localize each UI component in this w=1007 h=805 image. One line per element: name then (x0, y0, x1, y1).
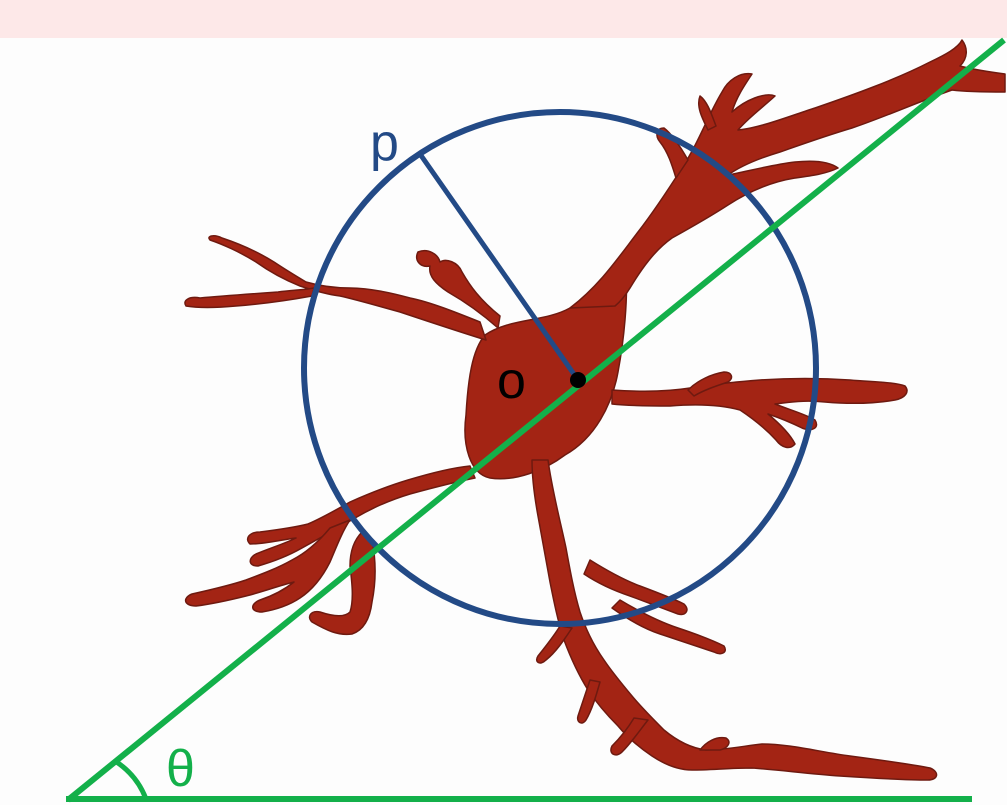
neuron-cell-icon (184, 39, 1006, 781)
neuron-process-right (611, 377, 908, 449)
neuron-twig-bottom-1 (583, 559, 688, 616)
neuron-process-bottom (531, 459, 938, 781)
center-dot (570, 372, 586, 388)
angle-arc (113, 758, 149, 800)
orientation-line (66, 37, 1006, 803)
neuron-process-left (208, 235, 487, 341)
neuron-twig-bottom-4 (576, 679, 601, 724)
neuron-process-upper-right (569, 39, 1006, 309)
neuron-process-lower-left-leg (308, 531, 376, 636)
neuron-twig-bottom-6 (610, 717, 649, 756)
header-band (0, 0, 1007, 38)
soma-circle (301, 109, 819, 627)
label-theta: θ (166, 740, 195, 798)
neuron-twig-right (687, 371, 733, 397)
neuron-process-top (416, 250, 501, 329)
neuron-twig-bottom-3 (535, 625, 573, 664)
neuron-process-left-2 (184, 287, 315, 309)
neuron-process-lower-left-2 (184, 519, 351, 613)
neuron-twig-bottom-5 (699, 736, 730, 751)
neuron-twig-upper-2 (697, 95, 717, 131)
label-p: p (370, 114, 399, 172)
label-o: o (497, 352, 526, 410)
radius-line-op (417, 152, 581, 382)
